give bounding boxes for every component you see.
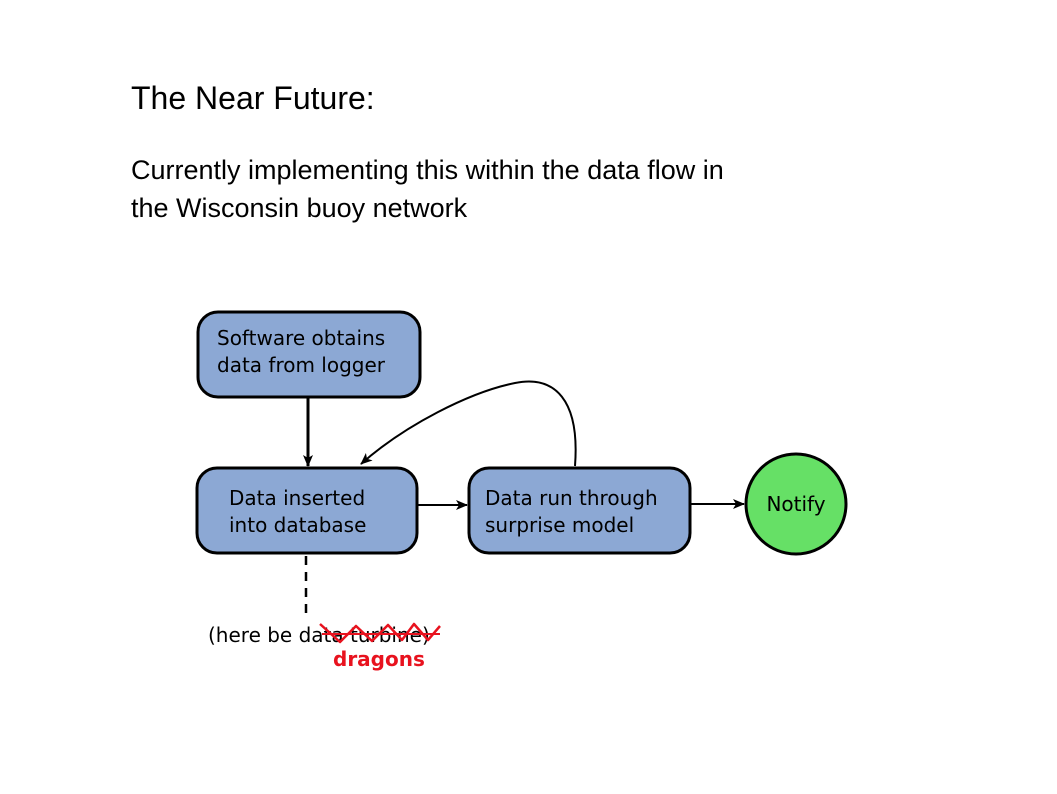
annotation-prefix: (here be — [208, 623, 299, 647]
node-surprise-model-box — [467, 466, 692, 555]
annotation: (here be data turbine) dragons — [208, 622, 441, 671]
body-line: the Wisconsin buoy network — [131, 193, 468, 223]
node-notify-circle — [744, 452, 848, 556]
node-notify-label: Notify — [766, 492, 825, 516]
edge-feedback-to-database — [360, 380, 577, 467]
node-logger-label: Software obtains data from logger — [217, 326, 392, 377]
slide-title: The Near Future: — [131, 80, 375, 116]
node-notify: Notify — [744, 452, 848, 556]
annotation-replacement: dragons — [333, 647, 425, 671]
node-surprise-model: Data run through surprise model — [467, 466, 692, 555]
body-line: Currently implementing this within the d… — [131, 155, 724, 185]
node-database-box — [195, 466, 419, 555]
node-database-label: Data inserted into database — [229, 486, 372, 537]
node-database: Data inserted into database — [195, 466, 419, 555]
slide-body-text: Currently implementing this within the d… — [131, 151, 891, 227]
node-logger: Software obtains data from logger — [196, 310, 422, 399]
node-surprise-model-label: Data run through surprise model — [485, 486, 664, 537]
